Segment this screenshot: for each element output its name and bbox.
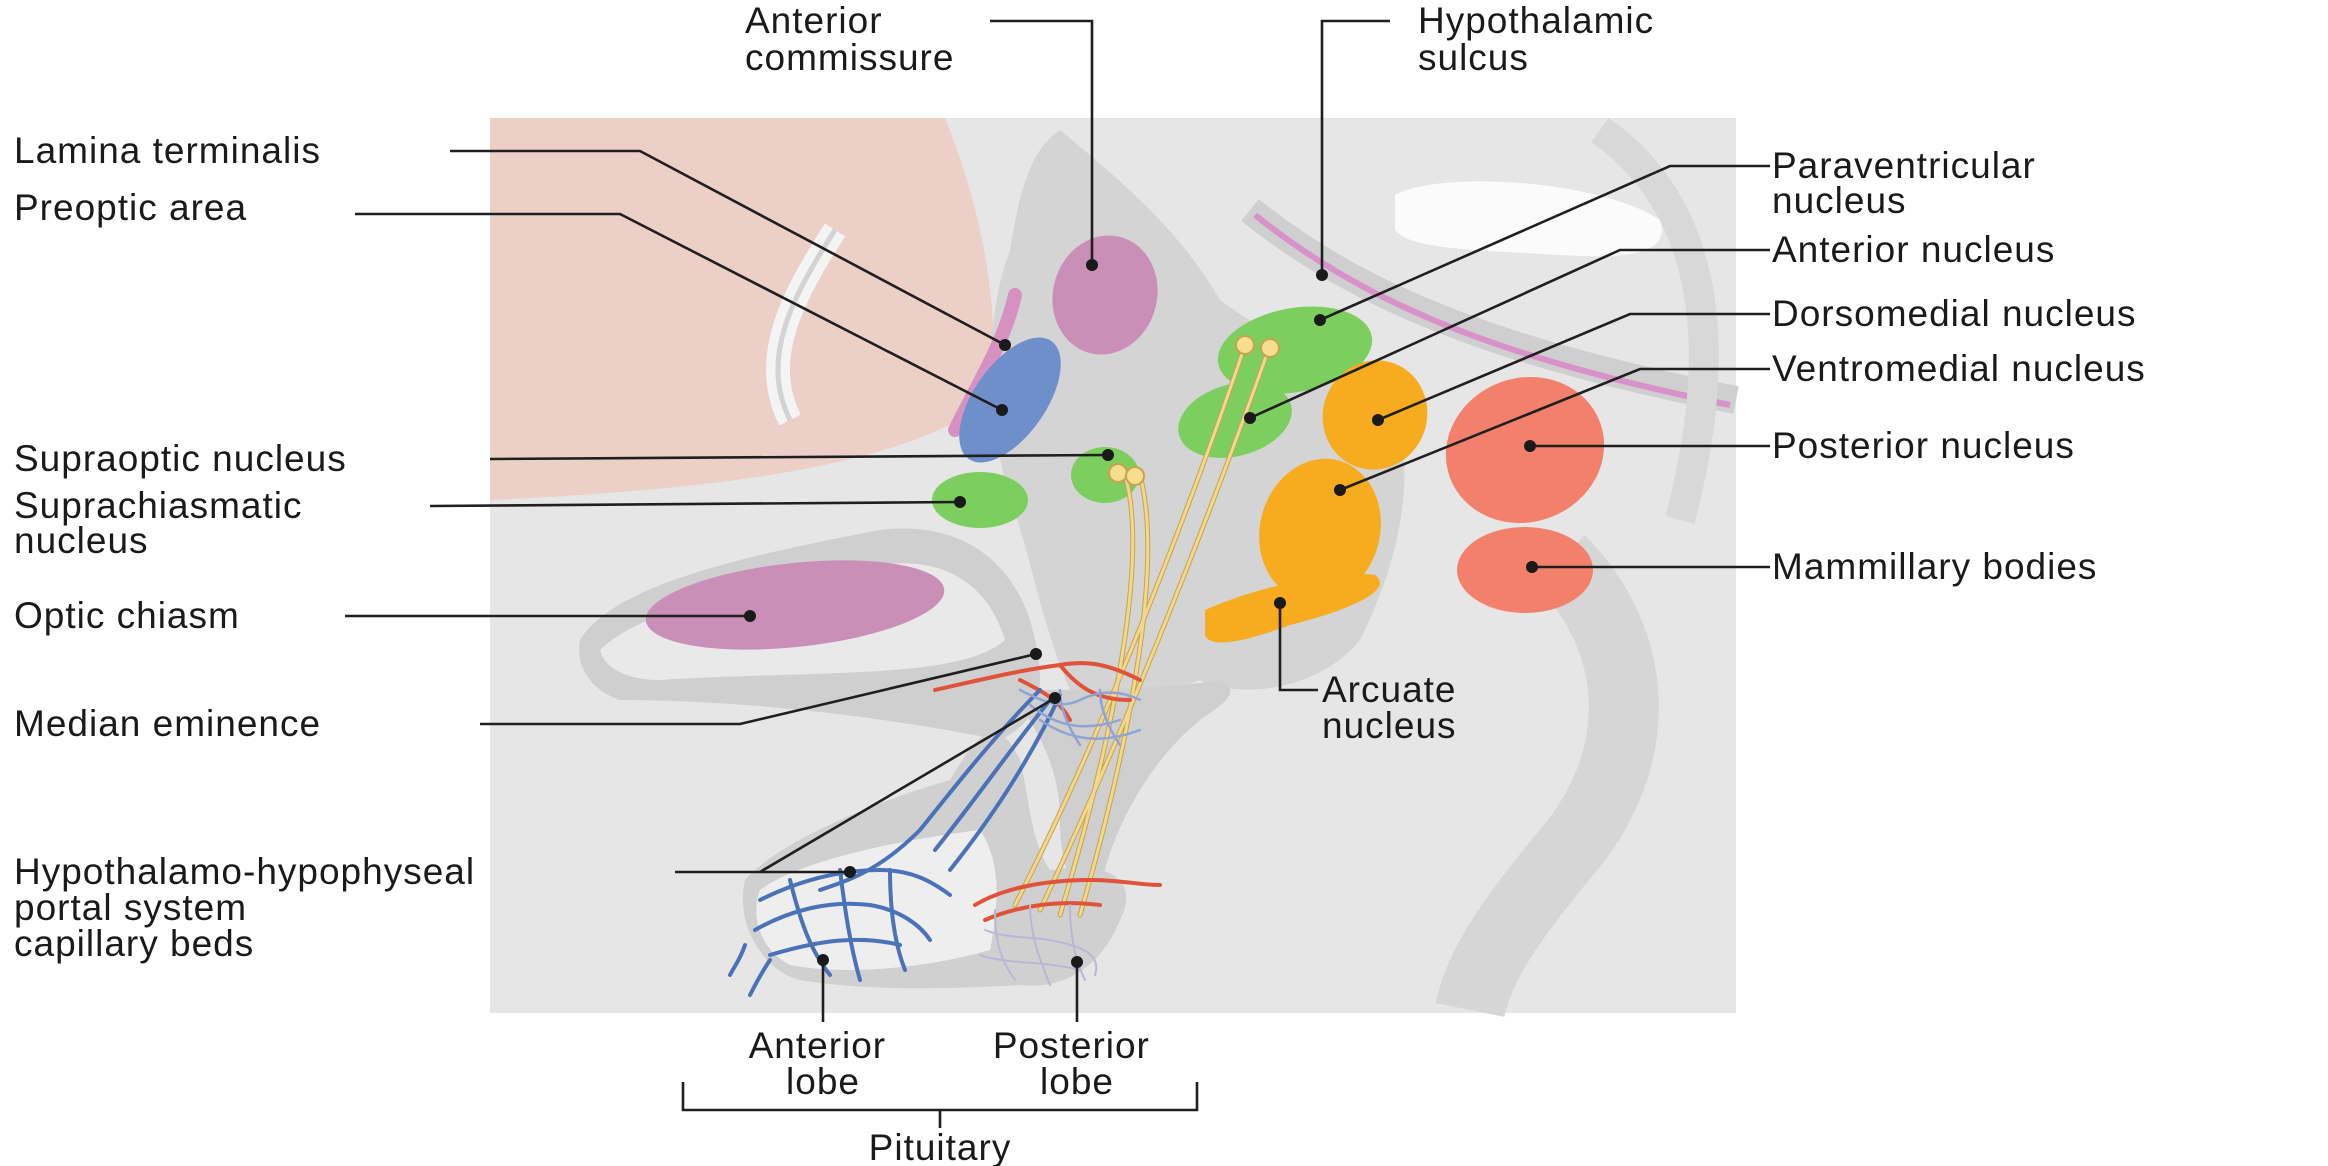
- label-pituitary: Pituitary: [869, 1127, 1012, 1166]
- label-posterior-nucleus: Posterior nucleus: [1772, 425, 2075, 466]
- label-arcuate-nucleus: Arcuate nucleus: [1322, 669, 1468, 746]
- label-paraventricular-nucleus: Paraventricular nucleus: [1772, 145, 2047, 221]
- mammillary-bodies-shape: [1457, 527, 1593, 613]
- label-supraoptic-nucleus: Supraoptic nucleus: [14, 438, 347, 479]
- label-posterior-lobe: Posterior lobe: [993, 1025, 1161, 1102]
- label-anterior-commissure: Anterior commissure: [745, 0, 954, 78]
- label-portal-system: Hypothalamo-hypophyseal portal system ca…: [14, 851, 486, 964]
- label-anterior-nucleus: Anterior nucleus: [1772, 229, 2055, 270]
- label-optic-chiasm: Optic chiasm: [14, 595, 240, 636]
- label-anterior-lobe: Anterior lobe: [749, 1025, 898, 1102]
- label-preoptic-area: Preoptic area: [14, 187, 247, 228]
- label-ventromedial-nucleus: Ventromedial nucleus: [1772, 348, 2146, 389]
- label-median-eminence: Median eminence: [14, 703, 321, 744]
- label-mammillary-bodies: Mammillary bodies: [1772, 546, 2097, 587]
- suprachiasmatic-nucleus-shape: [932, 472, 1028, 528]
- label-hypothalamic-sulcus: Hypothalamic sulcus: [1418, 0, 1665, 78]
- label-lamina-terminalis: Lamina terminalis: [14, 130, 321, 171]
- label-dorsomedial-nucleus: Dorsomedial nucleus: [1772, 293, 2137, 334]
- label-suprachiasmatic-nucleus: Suprachiasmatic nucleus: [14, 485, 314, 561]
